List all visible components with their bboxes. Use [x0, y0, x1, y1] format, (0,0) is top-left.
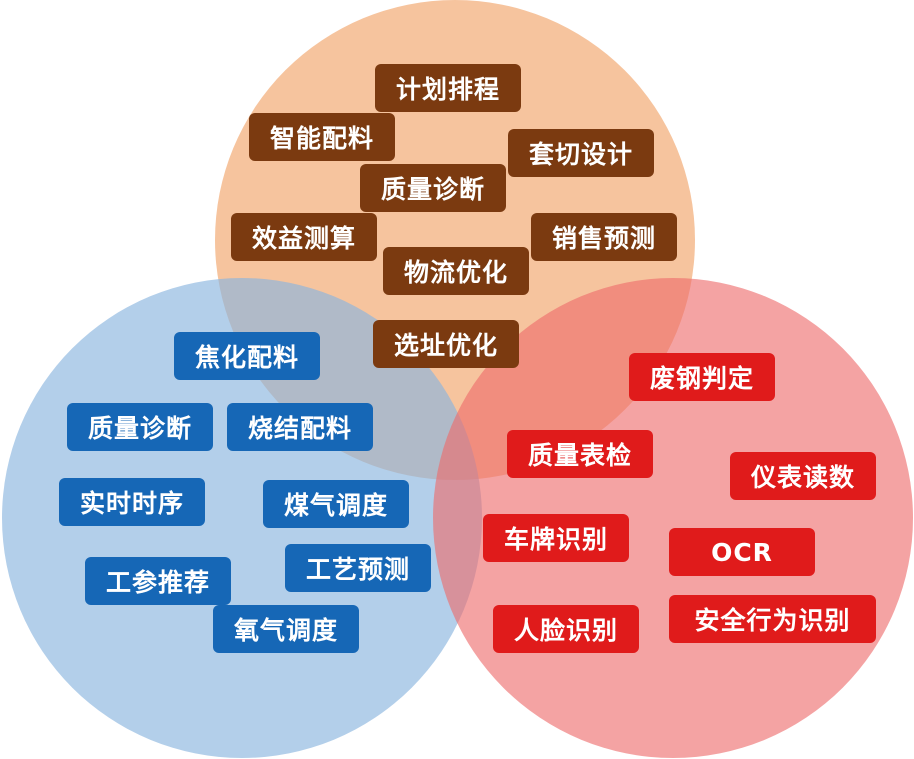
tag-site-selection: 选址优化 [373, 320, 519, 368]
tag-scrap-judgement: 废钢判定 [629, 353, 775, 401]
tag-gas-dispatch: 煤气调度 [263, 480, 409, 528]
tag-oxygen-dispatch: 氧气调度 [213, 605, 359, 653]
tag-realtime-series: 实时时序 [59, 478, 205, 526]
tag-param-recommend: 工参推荐 [85, 557, 231, 605]
tag-smart-batching: 智能配料 [249, 113, 395, 161]
tag-benefit-calc: 效益测算 [231, 213, 377, 261]
left-circle [2, 278, 482, 758]
tag-face-recognition: 人脸识别 [493, 605, 639, 653]
tag-quality-inspection: 质量表检 [507, 430, 653, 478]
tag-sales-forecast: 销售预测 [531, 213, 677, 261]
tag-quality-diagnosis-top: 质量诊断 [360, 164, 506, 212]
tag-coking-batching: 焦化配料 [174, 332, 320, 380]
tag-meter-reading: 仪表读数 [730, 452, 876, 500]
tag-quality-diagnosis-left: 质量诊断 [67, 403, 213, 451]
tag-logistics-opt: 物流优化 [383, 247, 529, 295]
tag-plate-recognition: 车牌识别 [483, 514, 629, 562]
tag-plan-scheduling: 计划排程 [375, 64, 521, 112]
tag-cutting-design: 套切设计 [508, 129, 654, 177]
tag-safety-behavior: 安全行为识别 [669, 595, 876, 643]
tag-sinter-batching: 烧结配料 [227, 403, 373, 451]
tag-process-forecast: 工艺预测 [285, 544, 431, 592]
tag-ocr: OCR [669, 528, 815, 576]
